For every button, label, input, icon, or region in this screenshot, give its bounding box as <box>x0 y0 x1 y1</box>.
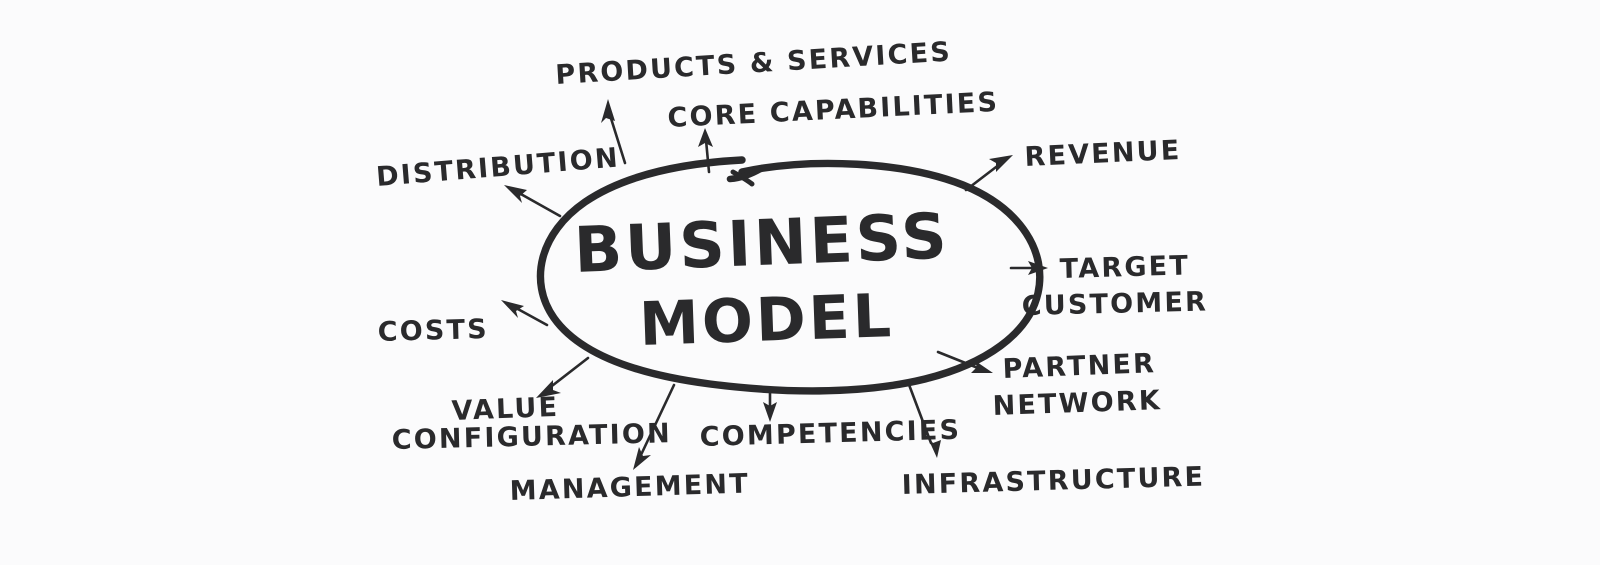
center-oval-shape <box>536 156 1044 395</box>
label-distribution: DISTRIBUTION <box>375 143 621 193</box>
connector-competencies <box>763 387 777 422</box>
label-management: MANAGEMENT <box>509 468 750 507</box>
arrowhead-costs <box>501 300 524 318</box>
arrowhead-products-services <box>601 99 615 123</box>
arrowhead-target-customer <box>1028 261 1048 275</box>
arrowhead-competencies <box>763 402 777 422</box>
label-core-capabilities: CORE CAPABILITIES <box>667 87 1000 134</box>
connector-revenue <box>964 155 1013 192</box>
label-competencies: COMPETENCIES <box>699 415 961 453</box>
arrowhead-distribution <box>504 185 527 203</box>
label-target-customer-line1: TARGET <box>1059 250 1190 285</box>
arrowhead-core-capabilities <box>698 128 713 147</box>
center-line-1: BUSINESS <box>573 200 951 287</box>
arrowhead-partner-network <box>971 360 993 373</box>
label-infrastructure: INFRASTRUCTURE <box>901 462 1205 501</box>
connector-distribution <box>504 185 562 218</box>
arrowhead-value-configuration <box>536 380 561 398</box>
center-line-2: MODEL <box>638 281 895 360</box>
label-partner-network-line2: NETWORK <box>992 385 1162 422</box>
connector-core-capabilities <box>698 128 713 174</box>
label-revenue: REVENUE <box>1024 135 1182 173</box>
label-partner-network-line1: PARTNER <box>1002 348 1157 385</box>
label-products-services: PRODUCTS & SERVICES <box>555 36 953 90</box>
arrowhead-revenue <box>989 155 1013 172</box>
connector-target-customer <box>1009 261 1048 275</box>
connector-partner-network <box>936 350 993 373</box>
connector-costs <box>501 300 549 327</box>
label-value-configuration-line2: CONFIGURATION <box>391 418 672 456</box>
label-costs: COSTS <box>377 314 489 348</box>
arrowhead-infrastructure <box>927 436 941 458</box>
center-label-group: BUSINESS MODEL <box>573 200 951 360</box>
connector-value-configuration <box>536 356 590 398</box>
connector-infrastructure <box>906 380 941 458</box>
label-value-configuration-line1: VALUE <box>451 392 560 427</box>
connector-management <box>633 383 676 470</box>
arrowhead-management <box>633 447 651 470</box>
label-target-customer-line2: CUSTOMER <box>1021 286 1208 322</box>
connector-products-services <box>601 99 627 165</box>
